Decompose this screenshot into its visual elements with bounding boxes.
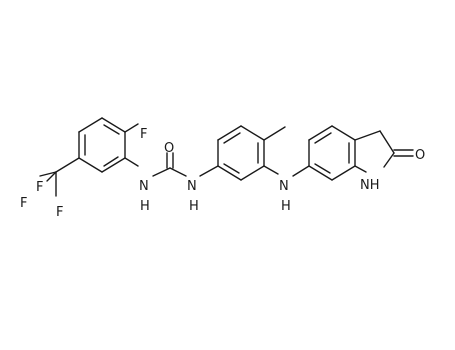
bond-c-f	[46, 171, 57, 182]
ring-methylphenyl	[217, 125, 265, 181]
ring-lactam	[354, 130, 395, 173]
bond-aryl-n	[263, 165, 279, 175]
bond	[78, 117, 103, 133]
bond	[78, 157, 103, 173]
bond	[331, 125, 356, 141]
bond	[308, 125, 333, 141]
bond-aryl-cf3	[55, 157, 80, 173]
atom-nitrogen: N	[139, 179, 149, 194]
bond-n-aryl	[354, 165, 367, 173]
double-bond-inner	[314, 132, 332, 144]
double-bond-inner	[223, 132, 241, 144]
bond	[101, 157, 126, 173]
atom-fluorine: F	[140, 127, 147, 142]
atom-nitrogen: NH	[360, 178, 380, 193]
bond-ch2-co	[379, 130, 395, 154]
atom-nitrogen: N	[279, 179, 289, 194]
bond-n-aryl	[292, 165, 310, 177]
bond-c-f	[39, 171, 57, 177]
bond	[217, 125, 242, 141]
bond	[240, 125, 265, 141]
atom-hydrogen: H	[281, 199, 291, 214]
atom-fluorine: F	[20, 196, 27, 211]
bond-aryl-n	[124, 157, 139, 167]
atom-hydrogen: H	[140, 199, 150, 214]
bond	[101, 117, 126, 133]
ring-fluorophenyl	[78, 117, 126, 173]
bond-methyl	[263, 126, 286, 141]
bond	[240, 165, 265, 181]
double-bond-inner	[314, 163, 331, 174]
bond-co-n	[383, 152, 395, 168]
bond-c-f	[124, 123, 139, 133]
bond	[331, 165, 356, 181]
bond-c-n	[169, 167, 187, 177]
atom-fluorine: F	[56, 205, 63, 220]
bond-ch2	[354, 130, 381, 141]
bond	[308, 165, 333, 181]
double-bond-inner	[223, 163, 240, 174]
atom-fluorine: F	[36, 180, 43, 195]
double-bond-inner	[103, 124, 120, 135]
ring-oxindole-benzene	[308, 125, 356, 181]
bond-n-c	[152, 167, 171, 177]
atom-nitrogen: N	[187, 179, 197, 194]
atom-hydrogen: H	[189, 199, 199, 214]
double-bond-inner	[103, 156, 119, 167]
bond	[217, 165, 242, 181]
atom-oxygen: O	[164, 141, 174, 156]
bond-n-aryl	[199, 165, 219, 177]
atom-oxygen: O	[415, 148, 425, 163]
